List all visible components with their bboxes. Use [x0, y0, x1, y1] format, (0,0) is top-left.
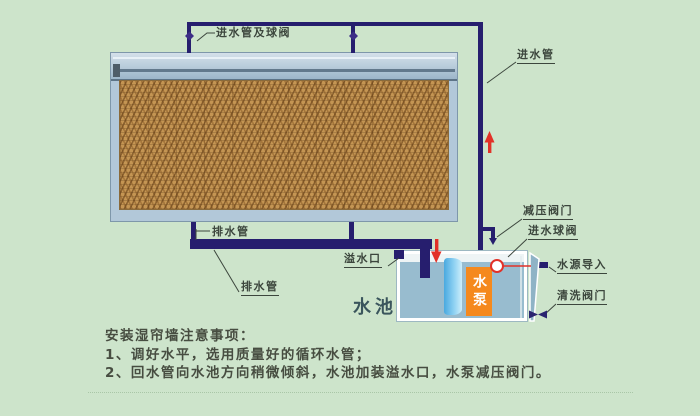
- label-drain-pipe-bottom: 排水管: [241, 280, 279, 296]
- drain-elbow-into-tank: [420, 249, 430, 278]
- relief-valve-stub: [491, 230, 495, 238]
- label-inlet-pipe: 进水管: [517, 48, 555, 64]
- rail-highlight: [113, 57, 455, 59]
- tank-inlet-screen: [444, 258, 462, 315]
- top-water-distribution-rail: [111, 53, 457, 81]
- cooling-pad-unit: [110, 52, 458, 222]
- rail-groove: [113, 69, 455, 72]
- tank-rim-band: [400, 254, 524, 262]
- drain-drop-middle: [349, 222, 354, 239]
- relief-valve-branch: [482, 227, 495, 231]
- main-inlet-riser-pipe: [478, 22, 483, 268]
- cooling-pad-media: [119, 80, 449, 210]
- label-pool: 水池: [353, 297, 397, 318]
- label-relief-valve: 减压阀门: [523, 204, 573, 220]
- installation-notes: 安装湿帘墙注意事项： 1、调好水平，选用质量好的循环水管； 2、回水管向水池方向…: [105, 327, 551, 383]
- water-pump: 水泵: [466, 267, 492, 316]
- label-drain-pipe-top: 排水管: [212, 225, 250, 238]
- drain-drop-left: [191, 222, 196, 239]
- overflow-port-stub: [394, 250, 404, 259]
- notes-line-1: 1、调好水平，选用质量好的循环水管；: [105, 346, 371, 363]
- notes-line-2: 2、回水管向水池方向稍微倾斜，水池加装溢水口，水泵减压阀门。: [105, 365, 551, 381]
- label-inlet-pipe-and-ball-valve: 进水管及球阀: [216, 26, 291, 39]
- water-pump-label: 水泵: [471, 273, 487, 310]
- inlet-drop-middle: [351, 22, 355, 53]
- inlet-drop-left: [187, 22, 191, 53]
- relief-valve-arrow-icon: [489, 238, 497, 245]
- label-overflow-port: 溢水口: [344, 252, 382, 268]
- label-cleaning-valve: 清洗阀门: [557, 289, 607, 305]
- rail-end-bracket: [113, 64, 120, 77]
- water-pool-tank: [397, 251, 527, 321]
- flow-up-arrow-icon: [484, 131, 495, 153]
- water-source-stub-pipe: [530, 262, 548, 268]
- label-inlet-ball-valve: 进水球阀: [528, 224, 578, 240]
- bottom-dotted-divider: [88, 392, 633, 393]
- label-water-source-in: 水源导入: [557, 258, 607, 274]
- drain-return-pipe: [190, 239, 432, 249]
- cleaning-valve-icon: [529, 310, 547, 319]
- top-inlet-pipe: [187, 22, 483, 26]
- notes-title: 安装湿帘墙注意事项：: [105, 328, 255, 344]
